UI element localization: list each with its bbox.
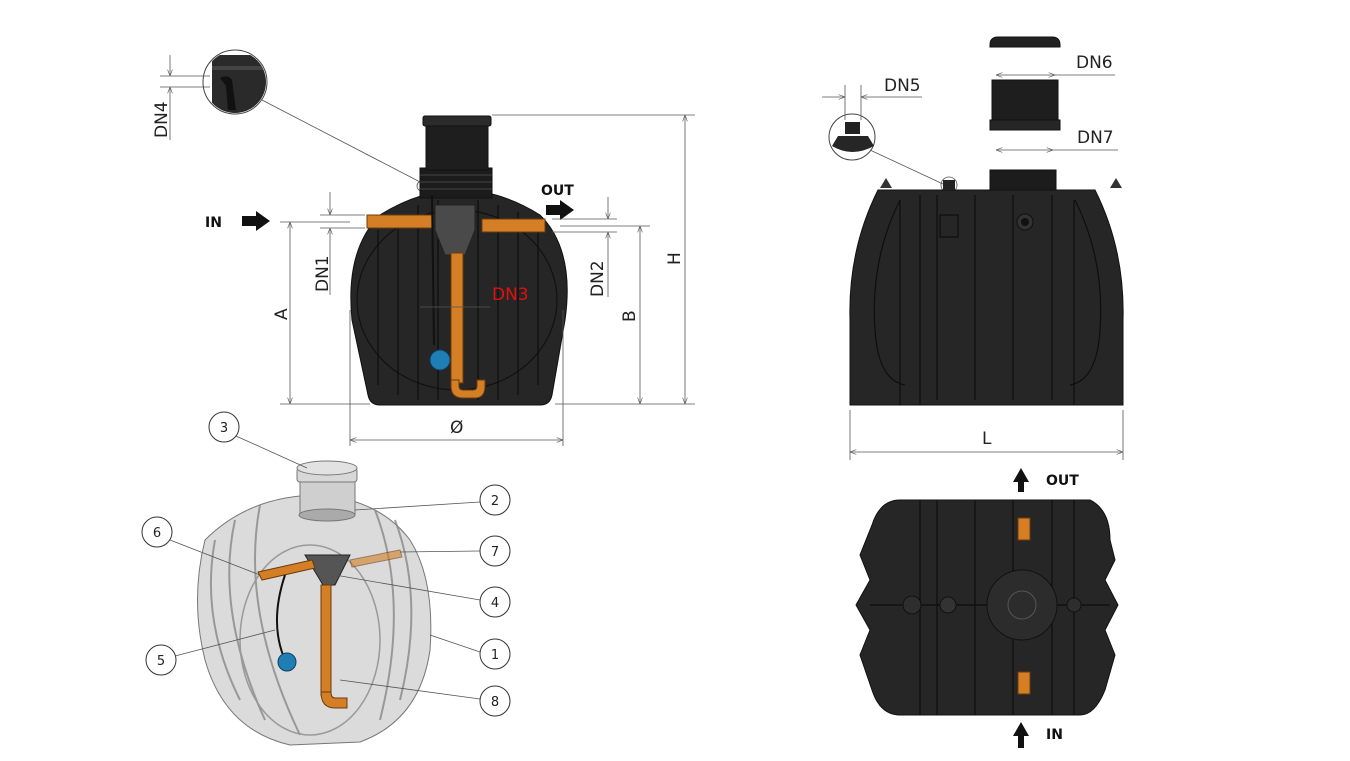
isometric-view <box>197 460 432 746</box>
outlet-pipe <box>481 218 546 233</box>
svg-text:5: 5 <box>157 654 165 669</box>
side-view: DN6 DN7 DN5 L <box>822 36 1124 460</box>
svg-text:8: 8 <box>491 695 499 710</box>
front-view: DN4 DN3 IN OUT <box>152 49 695 446</box>
in-label-front: IN <box>205 215 222 231</box>
in-label-top: IN <box>1046 727 1063 743</box>
float-ball <box>429 349 451 371</box>
dn6-label: DN6 <box>1076 53 1113 73</box>
callout-7: 7 <box>479 535 511 567</box>
riser-part <box>991 79 1059 123</box>
inlet-pipe <box>366 214 433 229</box>
b-label: B <box>620 310 640 322</box>
callout-5: 5 <box>145 644 177 676</box>
callout-4: 4 <box>479 586 511 618</box>
vertical-pipe <box>450 252 464 384</box>
top-view: OUT IN <box>855 468 1119 748</box>
svg-text:7: 7 <box>491 545 499 560</box>
out-label-top: OUT <box>1046 473 1079 489</box>
callouts: 1 2 3 4 5 6 7 8 <box>141 411 511 717</box>
out-arrow-top-icon <box>1013 468 1029 492</box>
svg-text:2: 2 <box>491 494 499 509</box>
dn7-label: DN7 <box>1077 128 1114 148</box>
cover <box>422 115 492 127</box>
callout-8: 8 <box>479 685 511 717</box>
svg-text:3: 3 <box>220 421 228 436</box>
cover-part <box>989 36 1061 48</box>
dn4-label: DN4 <box>152 101 172 138</box>
callout-2: 2 <box>479 484 511 516</box>
tank-body-side <box>849 189 1124 406</box>
l-label: L <box>982 429 992 449</box>
in-arrow-icon <box>242 211 270 231</box>
riser <box>425 123 489 171</box>
out-label-front: OUT <box>541 183 574 199</box>
svg-text:4: 4 <box>491 596 499 611</box>
dn2-label: DN2 <box>588 260 608 297</box>
callout-6: 6 <box>141 516 173 548</box>
callout-3: 3 <box>208 411 240 443</box>
svg-text:1: 1 <box>491 648 499 663</box>
dn5-label: DN5 <box>884 76 921 96</box>
dn3-label: DN3 <box>492 285 529 305</box>
neck-ring <box>419 167 493 199</box>
in-arrow-top-icon <box>1013 722 1029 748</box>
dn4-detail: DN4 <box>152 49 428 192</box>
diameter-label: Ø <box>450 418 463 438</box>
a-label: A <box>272 308 292 320</box>
out-arrow-icon <box>546 200 574 220</box>
svg-text:6: 6 <box>153 526 161 541</box>
dn1-label: DN1 <box>313 255 333 292</box>
callout-1: 1 <box>479 638 511 670</box>
h-label: H <box>665 252 685 265</box>
